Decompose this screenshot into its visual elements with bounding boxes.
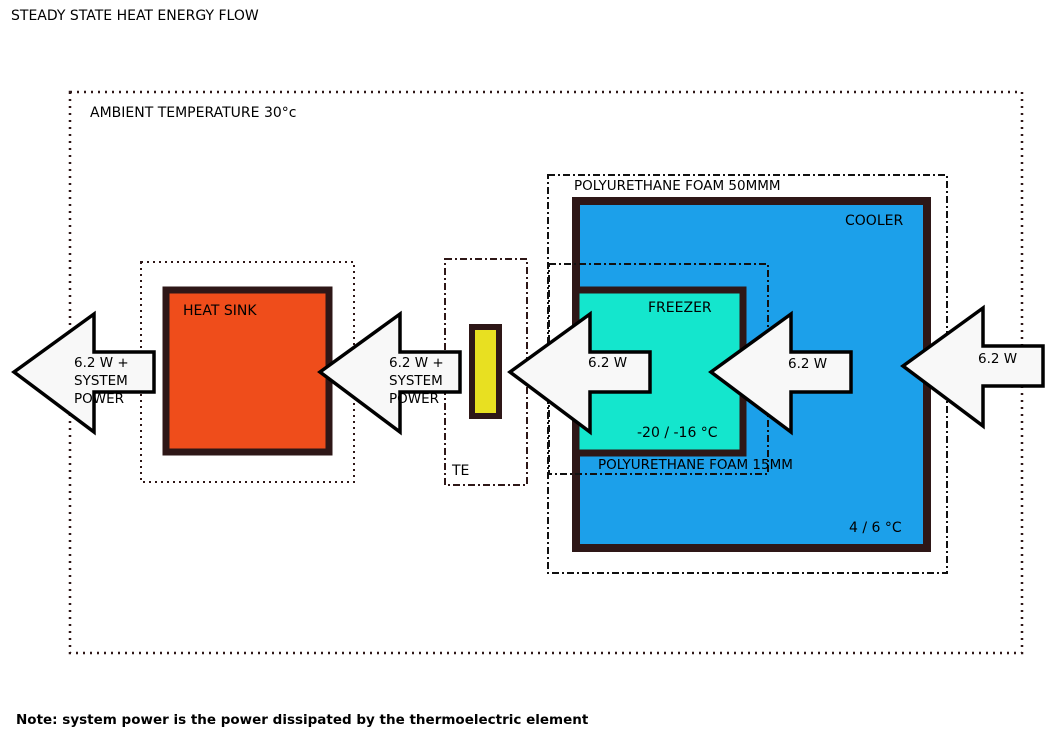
arrow-ambient-out-label: 6.2 W + SYSTEM POWER xyxy=(74,355,129,407)
foam-inner-label: POLYURETHANE FOAM 15MM xyxy=(598,457,793,473)
arrow-te-to-sink-label: 6.2 W + SYSTEM POWER xyxy=(389,355,444,407)
arrow-te-to-sink xyxy=(317,310,462,436)
ambient-label: AMBIENT TEMPERATURE 30°c xyxy=(90,105,297,121)
arrow-cooler-to-freezer-label: 6.2 W xyxy=(788,356,828,372)
arrow-ambient-out xyxy=(11,310,156,436)
arrow-ambient-in xyxy=(900,304,1045,430)
footnote: Note: system power is the power dissipat… xyxy=(16,712,589,728)
arrow-ambient-in-label: 6.2 W xyxy=(978,351,1018,367)
foam-outer-label: POLYURETHANE FOAM 50MMM xyxy=(574,178,781,194)
cooler-label: COOLER xyxy=(845,213,904,229)
freezer-label: FREEZER xyxy=(648,300,712,316)
arrow-freezer-to-te xyxy=(507,310,652,436)
thermoelectric-element xyxy=(469,324,502,419)
te-label: TE xyxy=(452,463,470,479)
heat-sink-block xyxy=(162,286,333,456)
diagram-title: STEADY STATE HEAT ENERGY FLOW xyxy=(11,8,259,24)
heat-sink-label: HEAT SINK xyxy=(183,303,257,319)
freezer-temperature: -20 / -16 °C xyxy=(637,425,718,441)
arrow-cooler-to-freezer xyxy=(708,310,853,436)
arrow-freezer-to-te-label: 6.2 W xyxy=(588,355,628,371)
cooler-temperature: 4 / 6 °C xyxy=(849,520,902,536)
